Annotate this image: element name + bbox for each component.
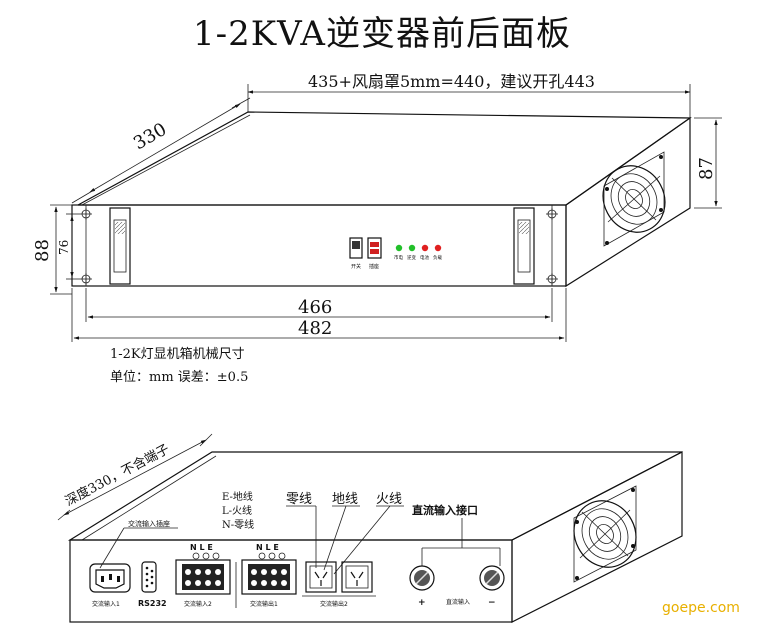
callout-live: 火线 (376, 492, 402, 507)
svg-text:N L E: N L E (256, 543, 279, 552)
inner-height-dimension: 76 (57, 240, 71, 255)
terminal-block-2: N L E 交流输出1 (241, 543, 297, 608)
rs232-port (141, 561, 157, 593)
dc-input-label: 直流输入 (446, 598, 470, 606)
led-mains (395, 244, 403, 252)
svg-text:+: + (418, 598, 426, 608)
ac-output1-label: 交流输出1 (250, 600, 278, 608)
dc-positive-terminal (409, 565, 435, 591)
page-title: 1-2KVA逆变器前后面板 (193, 14, 571, 54)
rear-panel (69, 539, 513, 623)
led-battery (421, 244, 429, 252)
outer-height-dimension: 88 (32, 239, 53, 262)
ac-output-socket-2 (341, 561, 373, 593)
legend-ground: E-地线 (222, 490, 253, 503)
watermark: goepe.com (662, 600, 740, 616)
legend-live: L-火线 (222, 504, 252, 517)
svg-text:电池: 电池 (420, 254, 429, 261)
terminal-block-1: N L E 交流输入2 (175, 543, 231, 608)
svg-text:逆变: 逆变 (407, 254, 416, 261)
front-panel (71, 204, 567, 287)
ac-input2-label: 交流输入2 (184, 600, 212, 608)
left-handle (109, 207, 131, 285)
svg-text:插座: 插座 (369, 263, 379, 270)
svg-text:市电: 市电 (394, 254, 403, 261)
front-view-drawing: 435+风扇罩5mm=440，建议开孔443 330 87 (32, 72, 722, 385)
legend-neutral: N-零线 (222, 518, 254, 531)
rear-view-drawing: 深度330，不含端子 E-地线 L-火线 N-零线 零线 地线 火线 (57, 433, 683, 623)
callout-ground: 地线 (332, 492, 358, 507)
side-height-dimension: 87 (696, 157, 717, 180)
rear-side-fan (573, 485, 637, 583)
dc-negative-terminal (479, 565, 505, 591)
width-note: 435+风扇罩5mm=440，建议开孔443 (308, 72, 595, 91)
svg-text:−: − (488, 598, 496, 608)
power-switch (349, 237, 363, 259)
rs232-label: RS232 (138, 599, 167, 608)
inner-width-dimension: 466 (298, 297, 332, 318)
ac-input-socket-label: 交流输入插座 (128, 519, 170, 528)
ac-output-socket-1 (305, 561, 337, 593)
ac-input1-label: 交流输入1 (92, 600, 120, 608)
svg-text:开关: 开关 (351, 263, 361, 270)
socket-switch (367, 237, 382, 259)
caption-title: 1-2K灯显机箱机械尺寸 (110, 346, 245, 362)
callout-neutral: 零线 (286, 492, 312, 507)
ac-output2-label: 交流输出2 (320, 600, 348, 608)
side-fan (602, 151, 666, 247)
depth-dimension: 330 (130, 119, 170, 154)
callout-dc-input: 直流输入接口 (412, 503, 478, 517)
caption-units: 单位：mm 误差：±0.5 (110, 370, 248, 385)
led-load (434, 244, 442, 252)
svg-text:N L E: N L E (190, 543, 213, 552)
outer-width-dimension: 482 (298, 318, 332, 339)
svg-text:负载: 负载 (433, 254, 442, 261)
rear-depth-note: 深度330，不含端子 (62, 441, 172, 510)
led-inverter (408, 244, 416, 252)
iec-inlet (89, 563, 131, 593)
right-handle (513, 207, 535, 285)
